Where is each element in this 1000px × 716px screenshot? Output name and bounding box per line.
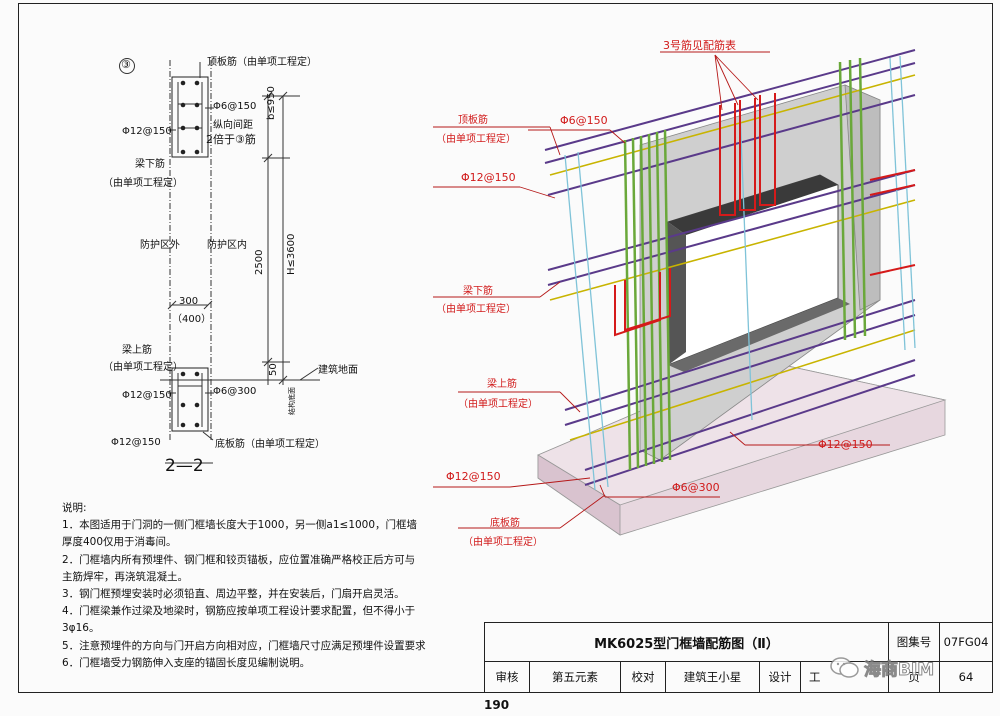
outside-zone-label: 防护区外	[140, 240, 180, 251]
iso-bottom-slab-label: 底板筋	[490, 518, 520, 529]
phi12-150-lower-label: Φ12@150	[122, 390, 172, 401]
beam-lower-project-note: （由单项工程定）	[103, 178, 183, 189]
wechat-icon	[830, 656, 859, 678]
iso-beam-lower-label: 梁下筋	[463, 286, 493, 297]
iso-beam-upper-label: 梁上筋	[487, 379, 517, 390]
phi6-300-label: Φ6@300	[213, 386, 257, 397]
iso-phi12-150-a-label: Φ12@150	[461, 171, 516, 184]
inside-zone-label: 防护区内	[207, 240, 247, 251]
phi12-150-bottom-label: Φ12@150	[111, 437, 161, 448]
bottom-slab-rebar-label: 底板筋（由单项工程定）	[215, 439, 325, 450]
beam-lower-rebar-label: 梁下筋	[135, 159, 165, 170]
iso-phi6-300-label: Φ6@300	[672, 481, 720, 494]
phi12-150-upper-label: Φ12@150	[122, 126, 172, 137]
watermark: 海商BIM	[830, 655, 935, 681]
iso-beam-lower-note: （由单项工程定）	[436, 304, 516, 315]
note-line: 厚度400仅用于消毒间。	[62, 536, 177, 549]
sheet-page-number: 64	[939, 661, 993, 693]
longitudinal-spacing-label: 纵向间距	[213, 120, 253, 131]
iso-bottom-slab-note: （由单项工程定）	[463, 537, 543, 548]
iso-phi12-150-b-label: Φ12@150	[818, 438, 873, 451]
note-line: 2．门框墙内所有预埋件、钢门框和铰页锚板，应位置准确严格校正后方可与	[62, 553, 416, 566]
iso-phi6-150-label: Φ6@150	[560, 114, 608, 127]
building-floor-label: 建筑地面	[318, 365, 358, 376]
double-of-3-label: 2倍于③筋	[206, 133, 256, 146]
beam-upper-rebar-label: 梁上筋	[122, 345, 152, 356]
title-block: MK6025型门框墙配筋图（Ⅱ） 图集号 07FG04 审核 第五元素 校对 建…	[484, 622, 993, 693]
iso-top-slab-note: （由单项工程定）	[436, 134, 516, 145]
page-number: 190	[484, 698, 510, 712]
drawing-title: MK6025型门框墙配筋图（Ⅱ）	[484, 622, 889, 662]
phi6-150-label: Φ6@150	[213, 101, 257, 112]
note-line: 3φ16。	[62, 622, 100, 635]
dim-400: （400）	[172, 314, 212, 325]
top-slab-rebar-label: 顶板筋（由单项工程定）	[207, 57, 317, 68]
design-label: 设计	[759, 661, 801, 693]
dim-300: 300	[179, 296, 199, 307]
note-line: 1．本图适用于门洞的一侧门框墙长度大于1000，另一侧a1≤1000，门框墙	[62, 519, 418, 532]
review-label: 审核	[484, 661, 530, 693]
atlas-number: 07FG04	[939, 622, 993, 662]
section-circle-label: ③	[121, 58, 131, 71]
iso-top-slab-label: 顶板筋	[458, 115, 488, 126]
check-label: 校对	[620, 661, 666, 693]
iso-phi12-150-c-label: Φ12@150	[446, 470, 501, 483]
checker-name: 建筑王小星	[665, 661, 760, 693]
note-line: 5．注意预埋件的方向与门开启方向相对应，门框墙尺寸应满足预埋件设置要求	[62, 639, 426, 652]
reviewer-name: 第五元素	[529, 661, 621, 693]
note-line: 主筋焊牢，再浇筑混凝土。	[62, 570, 188, 583]
notes-block: 说明: 1．本图适用于门洞的一侧门框墙长度大于1000，另一侧a1≤1000，门…	[62, 500, 462, 672]
note-line: 4．门框梁兼作过梁及地梁时，钢筋应按单项工程设计要求配置，但不得小于	[62, 605, 416, 618]
beam-upper-project-note: （由单项工程定）	[103, 362, 183, 373]
watermark-text: 海商BIM	[863, 660, 935, 681]
section-title: 2—2	[165, 456, 204, 476]
no3-rebar-label: 3号筋见配筋表	[663, 39, 736, 52]
notes-heading: 说明:	[62, 502, 87, 514]
note-line: 6．门框墙受力钢筋伸入支座的锚固长度见编制说明。	[62, 656, 311, 669]
note-line: 3．钢门框预埋安装时必须铅直、周边平整，并在安装后，门扇开启灵活。	[62, 588, 405, 601]
iso-beam-upper-note: （由单项工程定）	[458, 399, 538, 410]
